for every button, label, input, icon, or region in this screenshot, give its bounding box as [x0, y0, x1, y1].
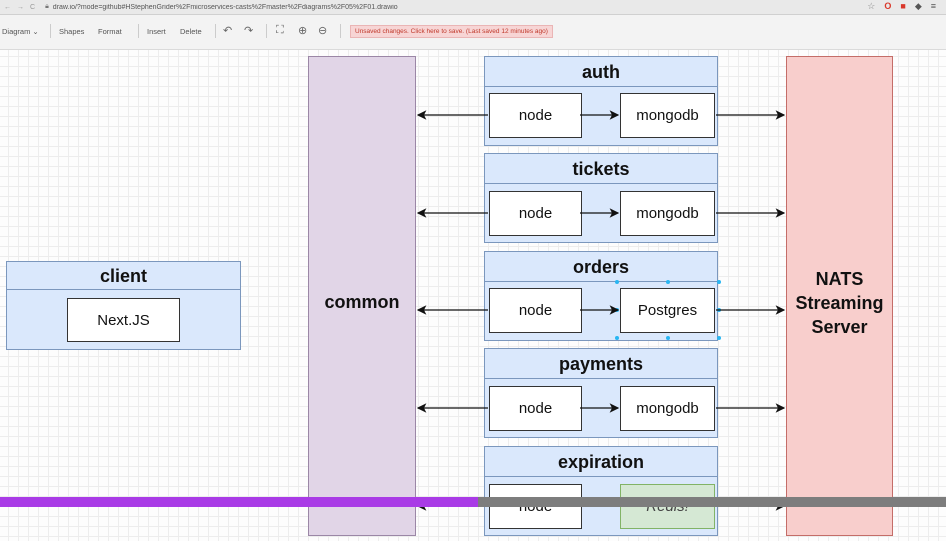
service-title: payments [485, 349, 717, 379]
selection-handle[interactable] [615, 308, 619, 312]
selection-handle[interactable] [717, 308, 721, 312]
node-box[interactable]: node [489, 191, 582, 236]
nats-label-line3: Server [811, 317, 868, 337]
delete-button[interactable]: Delete [180, 27, 202, 36]
extension-red-icon[interactable]: ■ [900, 1, 906, 11]
selection-handle[interactable] [615, 280, 619, 284]
extension-o-icon[interactable]: O [884, 1, 892, 11]
nats-label-line2: Streaming [795, 293, 884, 313]
selection-handle[interactable] [666, 336, 670, 340]
video-progress-fill[interactable] [0, 497, 478, 507]
database-box[interactable]: mongodb [620, 386, 715, 431]
browser-nav-icons[interactable]: ←→C [4, 3, 42, 11]
insert-button[interactable]: Insert [147, 27, 166, 36]
menu-icon[interactable]: ≡ [930, 1, 936, 11]
service-payments[interactable]: payments node mongodb [484, 348, 718, 438]
undo-icon[interactable]: ↶ [223, 25, 233, 37]
service-title: auth [485, 57, 717, 87]
shapes-button[interactable]: Shapes [59, 27, 85, 36]
selection-handle[interactable] [717, 336, 721, 340]
nats-label-line1: NATS [815, 269, 864, 289]
service-expiration[interactable]: expiration node Redis! [484, 446, 718, 536]
zoom-out-icon[interactable]: ⊖ [318, 25, 328, 37]
service-title: expiration [485, 447, 717, 477]
diagram-canvas[interactable]: client Next.JS common NATS Streaming Ser… [0, 50, 946, 541]
service-title: orders [485, 252, 717, 282]
toolbar-divider [50, 24, 51, 38]
client-title: client [7, 262, 240, 290]
fullscreen-icon[interactable]: ⛶ [276, 24, 284, 36]
common-label: common [324, 292, 400, 312]
node-box[interactable]: node [489, 386, 582, 431]
database-box-selected[interactable]: Postgres [620, 288, 715, 333]
service-auth[interactable]: auth node mongodb [484, 56, 718, 146]
toolbar-divider [138, 24, 139, 38]
format-button[interactable]: Format [98, 27, 122, 36]
selection-handle[interactable] [615, 336, 619, 340]
url-field[interactable]: draw.io/?mode=github#HStephenGrider%2Fmi… [52, 3, 398, 11]
toolbar-divider [215, 24, 216, 38]
database-box[interactable]: mongodb [620, 191, 715, 236]
browser-address-bar: ←→C 🔒︎ draw.io/?mode=github#HStephenGrid… [0, 0, 946, 15]
diagram-menu[interactable]: Diagram ⌄ [2, 27, 39, 36]
extension-puzzle-icon[interactable]: ◆ [914, 1, 922, 11]
redo-icon[interactable]: ↷ [244, 25, 254, 37]
service-tickets[interactable]: tickets node mongodb [484, 153, 718, 243]
extension-icons: ☆ O ■ ◆ ≡ [867, 1, 936, 12]
service-orders[interactable]: orders node Postgres [484, 251, 718, 341]
drawio-toolbar: Diagram ⌄ Shapes Format Insert Delete ↶ … [0, 15, 946, 50]
toolbar-divider [340, 24, 341, 38]
common-box[interactable]: common [308, 56, 416, 536]
service-title: tickets [485, 154, 717, 184]
zoom-in-icon[interactable]: ⊕ [298, 25, 308, 37]
unsaved-changes-notice[interactable]: Unsaved changes. Click here to save. (La… [350, 25, 553, 38]
selection-handle[interactable] [717, 280, 721, 284]
client-box[interactable]: client Next.JS [6, 261, 241, 350]
bookmark-star-icon[interactable]: ☆ [867, 1, 876, 11]
toolbar-divider [266, 24, 267, 38]
node-box[interactable]: node [489, 93, 582, 138]
lock-icon: 🔒︎ [45, 3, 49, 10]
node-box[interactable]: node [489, 288, 582, 333]
nextjs-box[interactable]: Next.JS [67, 298, 180, 342]
selection-handle[interactable] [666, 280, 670, 284]
nats-box[interactable]: NATS Streaming Server [786, 56, 893, 536]
database-box[interactable]: mongodb [620, 93, 715, 138]
